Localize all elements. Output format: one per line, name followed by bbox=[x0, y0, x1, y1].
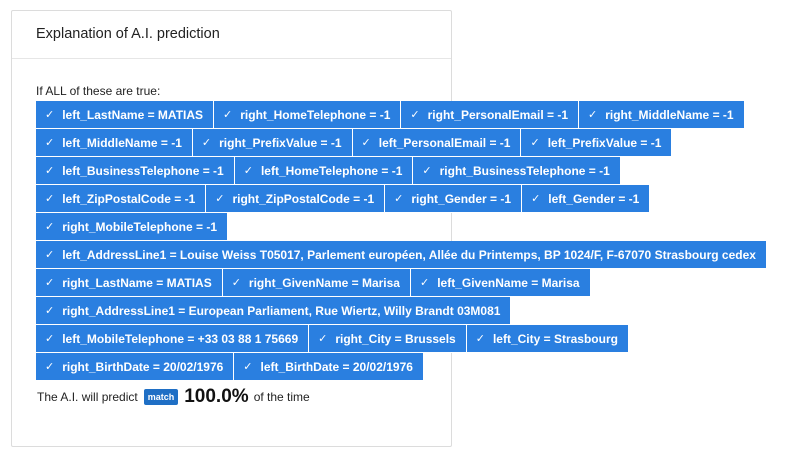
check-icon: ✓ bbox=[588, 109, 598, 121]
prediction-summary: The A.I. will predict match 100.0% of th… bbox=[37, 386, 310, 408]
check-icon: ✓ bbox=[231, 277, 241, 289]
condition-label: right_Gender = -1 bbox=[411, 191, 512, 206]
condition-row: ✓ right_BirthDate = 20/02/1976 ✓ left_Birth… bbox=[36, 353, 767, 381]
condition-label: right_BirthDate = 20/02/1976 bbox=[62, 359, 224, 374]
conditions-list: ✓ left_LastName = MATIAS ✓ right_HomeTeleph… bbox=[36, 101, 767, 381]
condition-label: left_Gender = -1 bbox=[548, 191, 640, 206]
condition-label: right_HomeTelephone = -1 bbox=[240, 107, 391, 122]
condition-chip: ✓ right_BirthDate = 20/02/1976 bbox=[36, 353, 235, 381]
condition-label: left_MobileTelephone = +33 03 88 1 75669 bbox=[62, 331, 299, 346]
check-icon: ✓ bbox=[530, 137, 540, 149]
condition-row: ✓ left_MiddleName = -1 ✓ right_PrefixValue … bbox=[36, 129, 767, 157]
check-icon: ✓ bbox=[243, 361, 253, 373]
condition-label: left_BirthDate = 20/02/1976 bbox=[260, 359, 413, 374]
condition-row: ✓ right_LastName = MATIAS ✓ right_GivenName… bbox=[36, 269, 767, 297]
condition-chip: ✓ left_Gender = -1 bbox=[522, 185, 651, 213]
condition-chip: ✓ left_PersonalEmail = -1 bbox=[352, 129, 522, 157]
condition-chip: ✓ left_City = Strasbourg bbox=[466, 325, 629, 353]
check-icon: ✓ bbox=[223, 109, 233, 121]
condition-chip: ✓ left_GivenName = Marisa bbox=[410, 269, 591, 297]
check-icon: ✓ bbox=[475, 333, 485, 345]
check-icon: ✓ bbox=[45, 109, 55, 121]
check-icon: ✓ bbox=[45, 277, 55, 289]
condition-row: ✓ right_MobileTelephone = -1 bbox=[36, 213, 767, 241]
prediction-percent: 100.0% bbox=[184, 386, 249, 407]
prediction-prefix: The A.I. will predict bbox=[37, 390, 138, 404]
condition-row: ✓ left_AddressLine1 = Louise Weiss T05017… bbox=[36, 241, 767, 269]
check-icon: ✓ bbox=[361, 137, 371, 149]
condition-label: right_AddressLine1 = European Parliament… bbox=[62, 303, 501, 318]
condition-chip: ✓ left_MiddleName = -1 bbox=[36, 129, 193, 157]
check-icon: ✓ bbox=[419, 277, 430, 289]
condition-chip: ✓ left_LastName = MATIAS bbox=[36, 101, 215, 129]
condition-chip: ✓ right_GivenName = Marisa bbox=[222, 269, 411, 297]
condition-label: left_AddressLine1 = Louise Weiss T05017,… bbox=[62, 247, 756, 262]
condition-chip: ✓ right_HomeTelephone = -1 bbox=[214, 101, 402, 129]
condition-label: right_LastName = MATIAS bbox=[62, 275, 212, 290]
condition-label: left_City = Strasbourg bbox=[492, 331, 618, 346]
check-icon: ✓ bbox=[215, 193, 225, 205]
check-icon: ✓ bbox=[318, 333, 328, 345]
condition-chip: ✓ right_AddressLine1 = European Parliamen… bbox=[36, 297, 512, 325]
check-icon: ✓ bbox=[45, 333, 55, 345]
condition-label: left_PersonalEmail = -1 bbox=[378, 135, 511, 150]
condition-row: ✓ left_LastName = MATIAS ✓ right_HomeTeleph… bbox=[36, 101, 767, 129]
check-icon: ✓ bbox=[531, 193, 541, 205]
condition-chip: ✓ left_PrefixValue = -1 bbox=[521, 129, 673, 157]
condition-label: left_MiddleName = -1 bbox=[62, 135, 182, 150]
check-icon: ✓ bbox=[45, 249, 55, 261]
condition-label: left_PrefixValue = -1 bbox=[547, 135, 662, 150]
condition-row: ✓ right_AddressLine1 = European Parliamen… bbox=[36, 297, 767, 325]
condition-chip: ✓ left_MobileTelephone = +33 03 88 1 7566… bbox=[36, 325, 310, 353]
prediction-suffix: of the time bbox=[253, 390, 310, 404]
check-icon: ✓ bbox=[45, 193, 55, 205]
check-icon: ✓ bbox=[201, 137, 212, 149]
condition-label: right_MobileTelephone = -1 bbox=[62, 219, 218, 234]
condition-label: right_PersonalEmail = -1 bbox=[427, 107, 568, 122]
condition-chip: ✓ left_ZipPostalCode = -1 bbox=[36, 185, 207, 213]
condition-chip: ✓ right_Gender = -1 bbox=[385, 185, 523, 213]
condition-label: left_LastName = MATIAS bbox=[62, 107, 204, 122]
condition-label: left_GivenName = Marisa bbox=[437, 275, 580, 290]
condition-chip: ✓ right_PersonalEmail = -1 bbox=[401, 101, 579, 129]
condition-label: right_ZipPostalCode = -1 bbox=[232, 191, 375, 206]
check-icon: ✓ bbox=[45, 361, 55, 373]
condition-row: ✓ left_ZipPostalCode = -1 ✓ right_ZipPostal… bbox=[36, 185, 767, 213]
panel-title: Explanation of A.I. prediction bbox=[12, 11, 451, 59]
condition-label: right_MiddleName = -1 bbox=[605, 107, 734, 122]
prediction-badge: match bbox=[143, 389, 179, 405]
condition-chip: ✓ right_MiddleName = -1 bbox=[579, 101, 745, 129]
condition-chip: ✓ right_PrefixValue = -1 bbox=[192, 129, 353, 157]
condition-chip: ✓ left_HomeTelephone = -1 bbox=[234, 157, 414, 185]
condition-label: left_BusinessTelephone = -1 bbox=[62, 163, 224, 178]
condition-chip: ✓ right_MobileTelephone = -1 bbox=[36, 213, 229, 241]
condition-chip: ✓ right_ZipPostalCode = -1 bbox=[206, 185, 386, 213]
condition-label: left_HomeTelephone = -1 bbox=[260, 163, 403, 178]
condition-chip: ✓ left_BusinessTelephone = -1 bbox=[36, 157, 235, 185]
condition-chip: ✓ right_City = Brussels bbox=[309, 325, 467, 353]
check-icon: ✓ bbox=[45, 137, 55, 149]
check-icon: ✓ bbox=[45, 221, 55, 233]
check-icon: ✓ bbox=[243, 165, 253, 177]
check-icon: ✓ bbox=[422, 165, 432, 177]
check-icon: ✓ bbox=[410, 109, 420, 121]
condition-chip: ✓ left_AddressLine1 = Louise Weiss T05017… bbox=[36, 241, 767, 269]
condition-chip: ✓ left_BirthDate = 20/02/1976 bbox=[234, 353, 424, 381]
condition-row: ✓ left_MobileTelephone = +33 03 88 1 7566… bbox=[36, 325, 767, 353]
condition-row: ✓ left_BusinessTelephone = -1 ✓ left_HomeTe… bbox=[36, 157, 767, 185]
condition-chip: ✓ right_BusinessTelephone = -1 bbox=[413, 157, 621, 185]
conditions-intro: If ALL of these are true: bbox=[36, 84, 161, 98]
condition-label: left_ZipPostalCode = -1 bbox=[62, 191, 196, 206]
condition-label: right_City = Brussels bbox=[335, 331, 456, 346]
condition-chip: ✓ right_LastName = MATIAS bbox=[36, 269, 223, 297]
check-icon: ✓ bbox=[45, 165, 55, 177]
condition-label: right_PrefixValue = -1 bbox=[219, 135, 342, 150]
check-icon: ✓ bbox=[394, 193, 404, 205]
condition-label: right_BusinessTelephone = -1 bbox=[439, 163, 610, 178]
condition-label: right_GivenName = Marisa bbox=[248, 275, 400, 290]
check-icon: ✓ bbox=[45, 305, 55, 317]
